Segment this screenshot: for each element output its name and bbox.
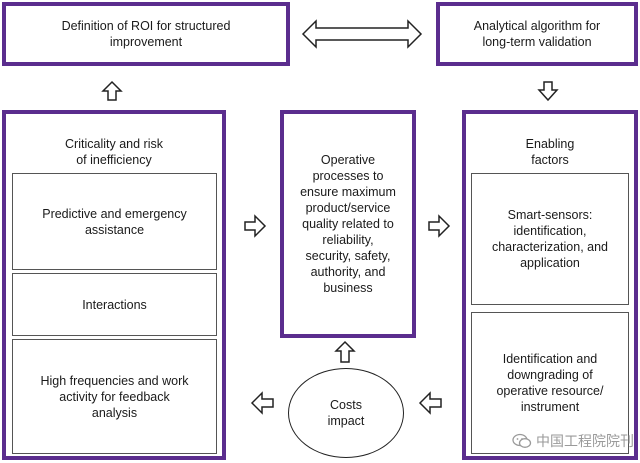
left-item-label: Predictive and emergency assistance xyxy=(42,206,187,237)
analytical-algorithm-box: Analytical algorithm for long-term valid… xyxy=(436,2,638,66)
wechat-icon xyxy=(512,433,532,448)
left-item-interactions: Interactions xyxy=(12,273,217,336)
left-item-label: High frequencies and work activity for f… xyxy=(40,373,189,420)
analytical-algorithm-label: Analytical algorithm for long-term valid… xyxy=(473,19,601,49)
right-arrow-icon xyxy=(428,214,451,238)
up-arrow-icon xyxy=(334,340,356,363)
roi-definition-label: Definition of ROI for structured improve… xyxy=(61,19,231,49)
watermark: 中国工程院院刊 xyxy=(512,431,634,451)
left-item-predictive: Predictive and emergency assistance xyxy=(12,173,217,270)
right-item-smart-sensors: Smart-sensors: identification, character… xyxy=(471,173,629,305)
enabling-factors-title: Enabling factors xyxy=(525,137,575,167)
right-item-identification: Identification and downgrading of operat… xyxy=(471,312,629,454)
costs-impact-ellipse: Costs impact xyxy=(288,368,404,458)
left-arrow-icon xyxy=(418,391,442,415)
operative-processes-box: Operative processes to ensure maximum pr… xyxy=(280,110,416,338)
up-arrow-icon xyxy=(101,80,123,101)
right-item-label: Smart-sensors: identification, character… xyxy=(491,208,609,270)
criticality-title: Criticality and risk of inefficiency xyxy=(65,137,163,167)
double-arrow-icon xyxy=(301,19,423,49)
operative-processes-label: Operative processes to ensure maximum pr… xyxy=(300,153,396,295)
down-arrow-icon xyxy=(537,81,559,102)
left-arrow-icon xyxy=(250,391,274,415)
costs-impact-label: Costs impact xyxy=(327,398,365,428)
left-item-high-frequencies: High frequencies and work activity for f… xyxy=(12,339,217,454)
left-item-label: Interactions xyxy=(82,297,147,312)
right-item-label: Identification and downgrading of operat… xyxy=(496,352,604,414)
right-arrow-icon xyxy=(244,214,267,238)
watermark-text: 中国工程院院刊 xyxy=(536,434,634,450)
roi-definition-box: Definition of ROI for structured improve… xyxy=(2,2,290,66)
